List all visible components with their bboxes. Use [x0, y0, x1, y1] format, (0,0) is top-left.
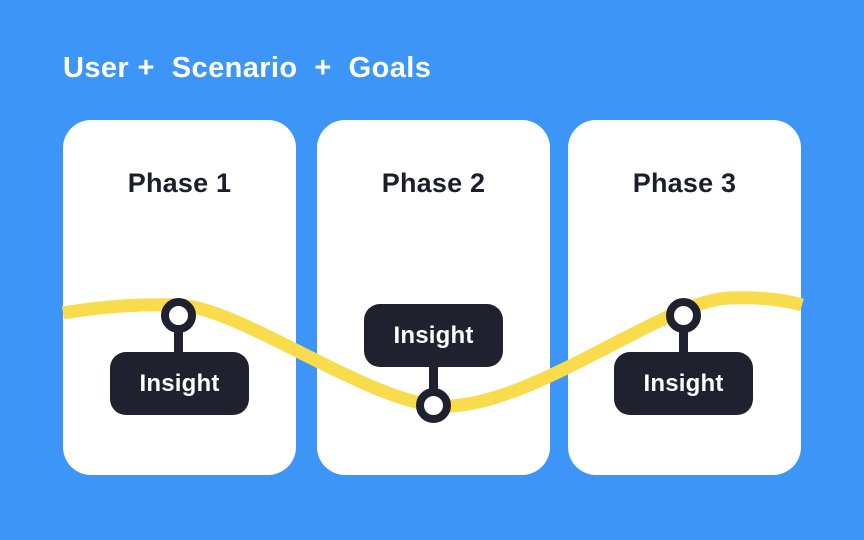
marker-stem-3: [679, 328, 688, 356]
insight-label-2: Insight: [364, 304, 503, 367]
insight-label-1: Insight: [110, 352, 249, 415]
marker-point-circle-2: [416, 388, 451, 423]
phase-2-title: Phase 2: [381, 168, 486, 198]
page-title: User + Scenario + Goals: [63, 52, 432, 84]
marker-stem-1: [174, 328, 183, 356]
insight-label-3: Insight: [614, 352, 753, 415]
phase-3-title: Phase 3: [632, 168, 737, 198]
marker-point-circle-3: [666, 298, 701, 333]
phase-1-title: Phase 1: [127, 168, 232, 198]
marker-stem-2: [429, 362, 438, 392]
marker-point-circle-1: [161, 298, 196, 333]
